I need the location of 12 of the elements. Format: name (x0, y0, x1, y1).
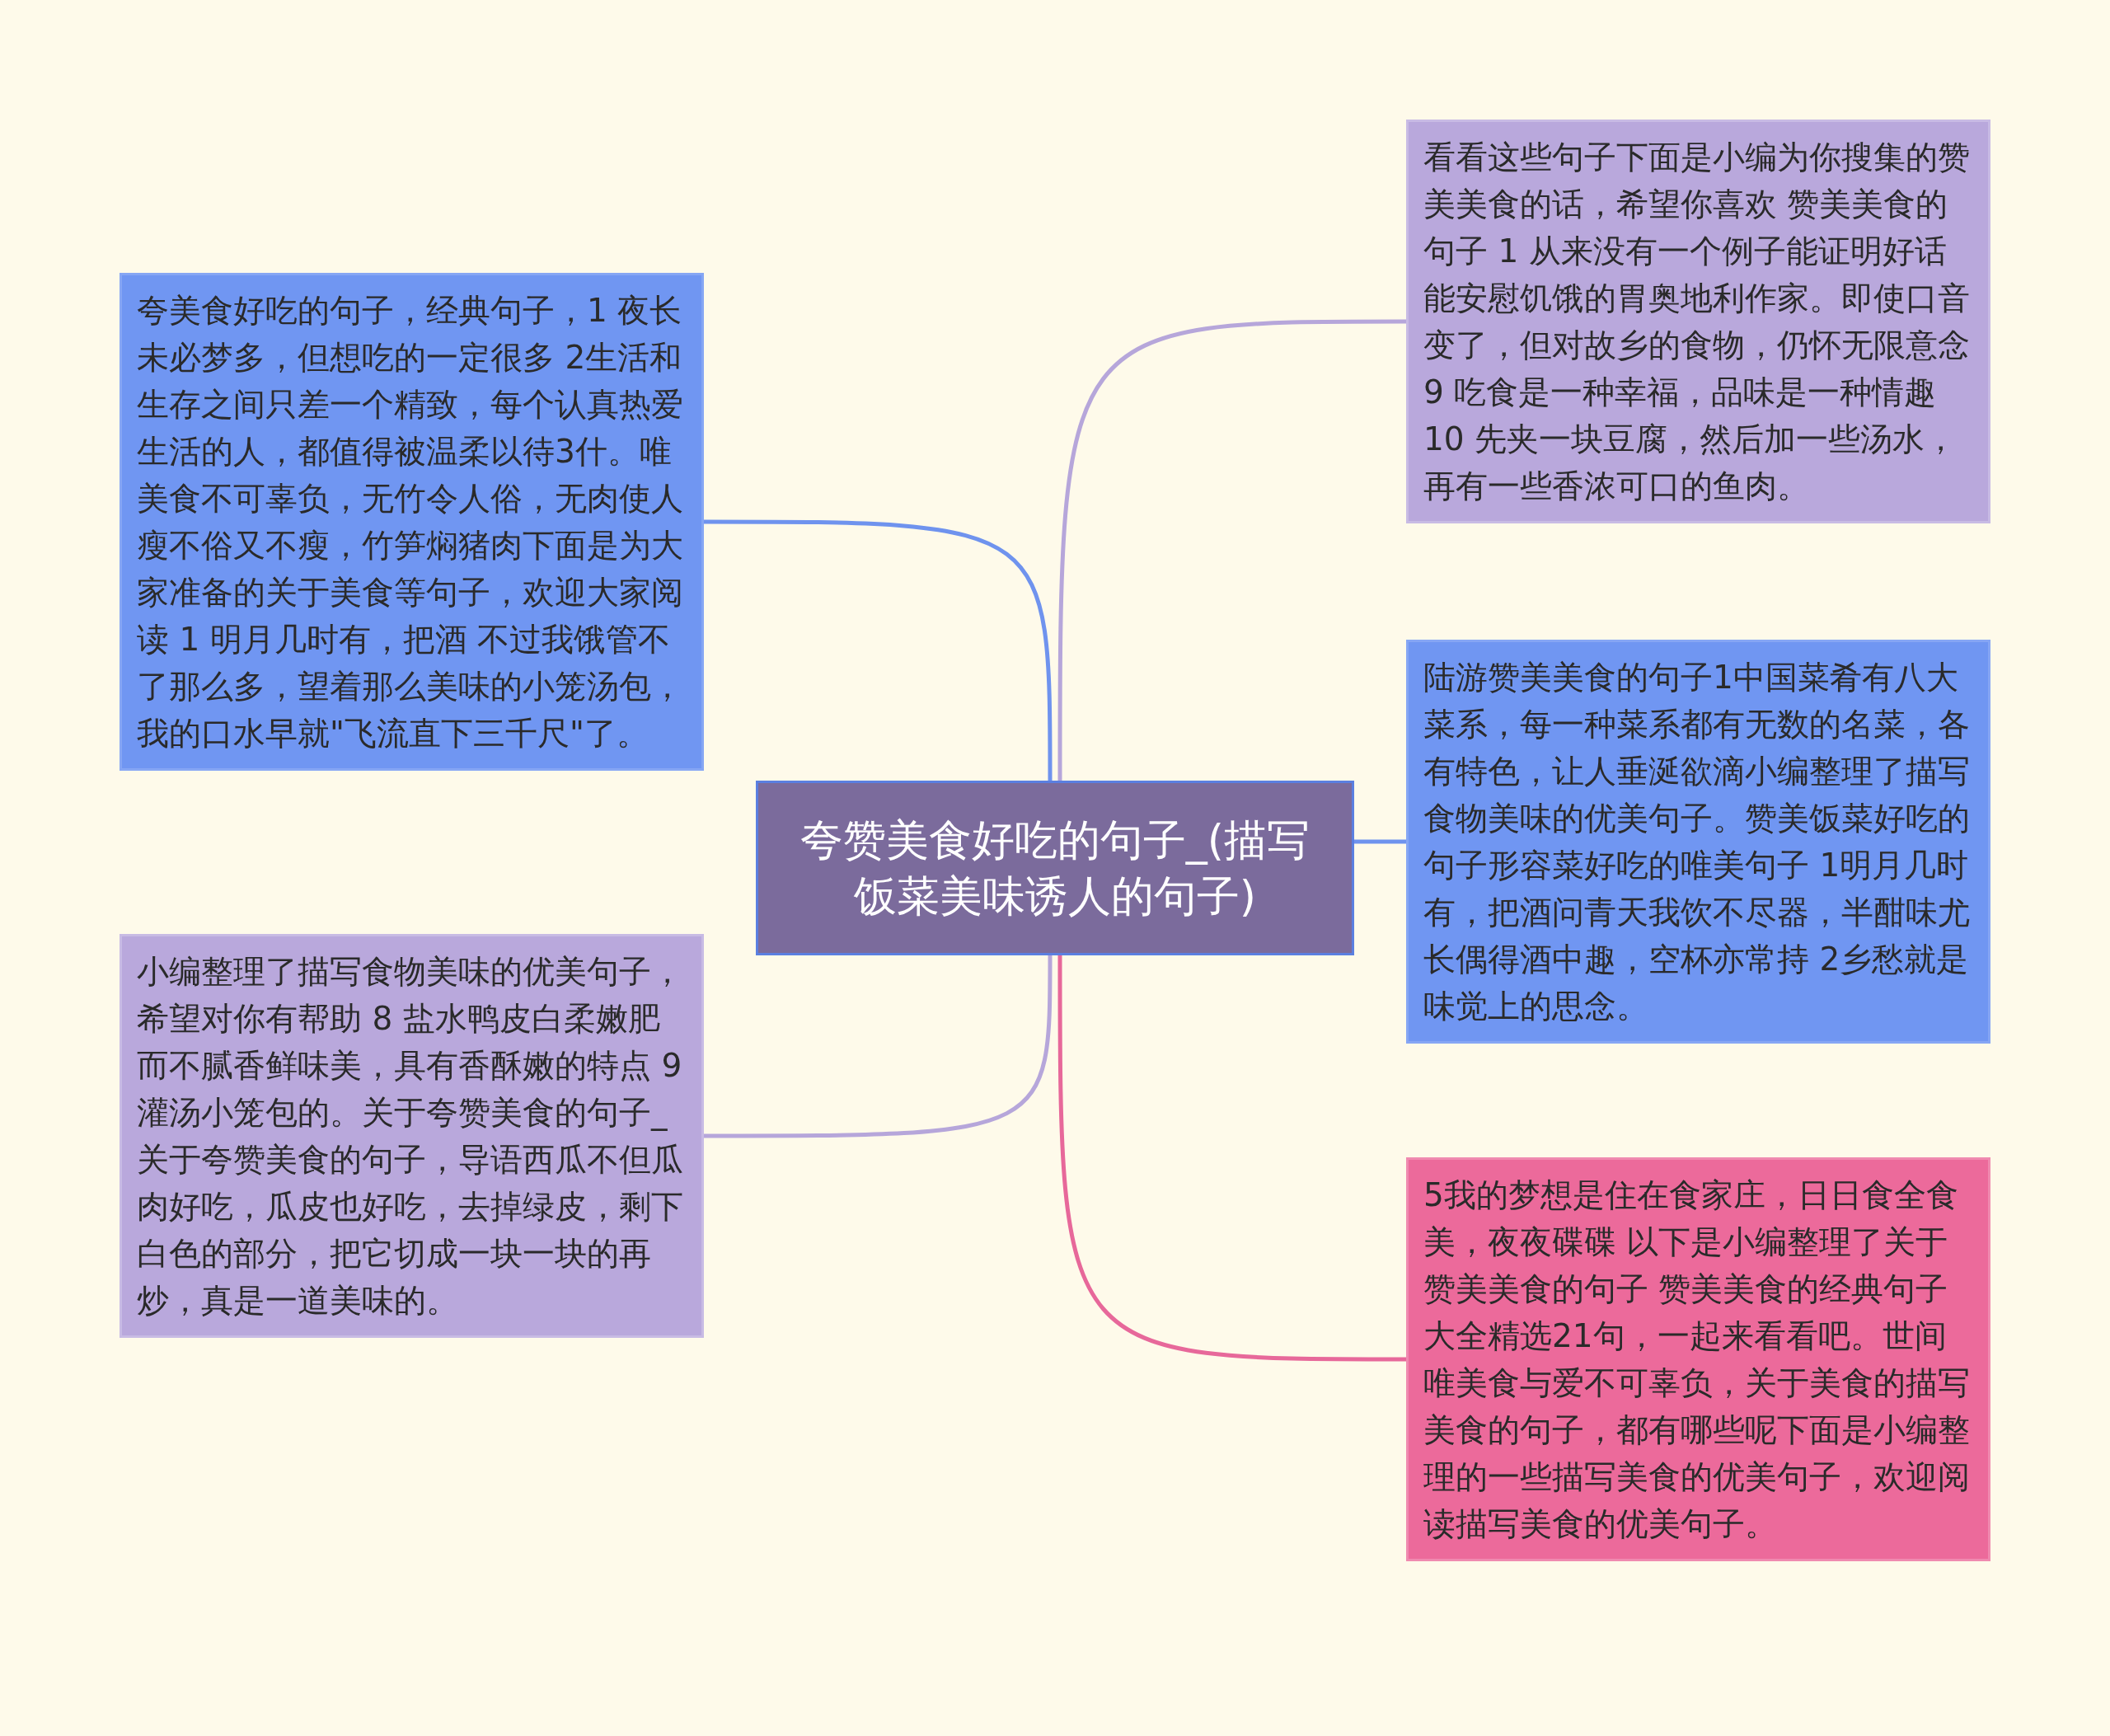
central-topic-box (756, 781, 1354, 955)
connector-line (1057, 955, 1406, 1362)
topic-text: 看看这些句子下面是小编为你搜集的赞美美食的话，希望你喜欢 赞美美食的句子 1 从来没有一个例子能证明好话能安慰饥饿的胃奥地利作家。即使口音变了，但对故乡的食物，仍怀无限意念 9 吃食是一种幸福，品味是一种情趣 10 先夹一块豆腐，然后加一些汤水，再有一些香浓可口的鱼肉。 (1423, 138, 1971, 506)
topic-text: 陆游赞美美食的句子1中国菜肴有八大菜系，每一种菜系都有无数的名菜，各有特色，让人垂涎欲滴小编整理了描写食物美味的优美句子。赞美饭菜好吃的句子形容菜好吃的唯美句子 1明月几时有，把酒问青天我饮不尽器，半酣味尤长偶得酒中趣，空杯亦常持 2乡愁就是味觉上的思念。 (1423, 658, 1971, 1026)
connector-line (704, 955, 1053, 1138)
connector-line (704, 519, 1053, 781)
topic-text: 夸赞美食好吃的句子_(描写饭菜美味诱人的句子) (799, 814, 1311, 922)
topic-text: 夸美食好吃的句子，经典句子，1 夜长未必梦多，但想吃的一定很多 2生活和生存之间只差一个精致，每个认真热爱生活的人，都值得被温柔以待3什。唯美食不可辜负，无竹令人俗，无肉使人瘦不俗又不瘦，竹笋焖猪肉下面是为大家准备的关于美食等句子，欢迎大家阅读 1 明月几时有，把酒 不过我饿管不了那么多，望着那么美味的小笼汤包，我的口水早就"飞流直下三千尺"了。 (137, 291, 684, 753)
topic-text: 小编整理了描写食物美味的优美句子，希望对你有帮助 8 盐水鸭皮白柔嫩肥而不腻香鲜味美，具有香酥嫩的特点 9 灌汤小笼包的。关于夸赞美食的句子_关于夸赞美食的句子，导语西瓜不但瓜肉好吃，瓜皮也好吃，去掉绿皮，剩下白色的部分，把它切成一块一块的再炒，真是一道美味的。 (137, 952, 684, 1321)
connector-line (1354, 839, 1406, 844)
connector-line (1057, 319, 1406, 781)
topic-text: 5我的梦想是住在食家庄，日日食全食美，夜夜碟碟 以下是小编整理了关于赞美美食的句子 赞美美食的经典句子大全精选21句，一起来看看吧。世间唯美食与爱不可辜负，关于美食的描写美食的句子，都有哪些呢下面是小编整理的一些描写美食的优美句子，欢迎阅读描写美食的优美句子。 (1423, 1175, 1971, 1544)
